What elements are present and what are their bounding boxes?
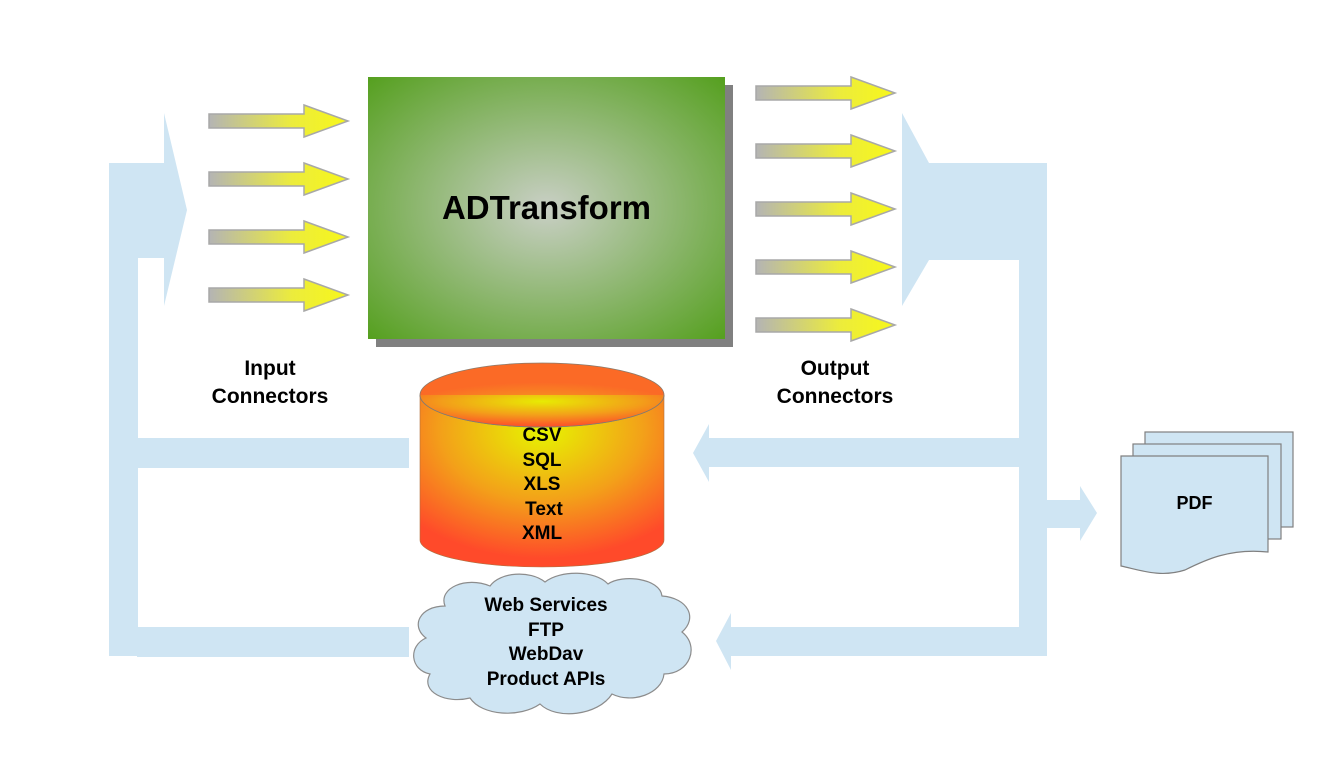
core-box xyxy=(368,77,725,339)
output-connector-arrow xyxy=(755,191,898,227)
service-webdav: WebDav xyxy=(508,644,584,665)
format-csv: CSV xyxy=(522,425,562,446)
input-label-line-2: Connectors xyxy=(211,385,329,408)
cloud-shape xyxy=(413,572,692,715)
format-sql: SQL xyxy=(522,449,562,471)
input-connector-arrow xyxy=(208,161,351,197)
pdf-output-arrow xyxy=(1047,486,1097,541)
format-xls: XLS xyxy=(523,474,561,495)
input-connectors-label: Input Connectors xyxy=(190,355,350,411)
database-cylinder xyxy=(419,362,665,568)
pdf-label: PDF xyxy=(1176,493,1213,513)
output-connector-arrow xyxy=(755,75,898,111)
format-text: Text xyxy=(525,498,563,520)
output-connector-arrow xyxy=(755,307,898,343)
output-big-arrow xyxy=(902,113,1047,656)
output-connector-arrows xyxy=(755,75,898,343)
input-connector-arrow xyxy=(208,277,351,313)
core-title: ADTransform xyxy=(441,189,652,226)
input-connector-arrows xyxy=(208,103,351,313)
service-product-apis: Product APIs xyxy=(486,668,606,690)
service-ftp: FTP xyxy=(528,619,564,641)
input-connector-arrow xyxy=(208,219,351,255)
cloud-return-arrow xyxy=(716,613,1019,670)
output-connectors-label: Output Connectors xyxy=(755,355,915,411)
input-label-line-1: Input xyxy=(244,357,296,380)
database-body xyxy=(419,394,665,568)
input-flow-path xyxy=(109,113,409,657)
output-connector-arrow xyxy=(755,249,898,285)
cloud-services: Web Services FTP WebDav Product APIs xyxy=(446,594,646,692)
output-connector-arrow xyxy=(755,133,898,169)
database-formats: CSV SQL XLS Text XML xyxy=(482,424,602,547)
left-cloud-connector xyxy=(137,627,409,657)
output-flow-path xyxy=(693,113,1097,670)
pdf-document-stack xyxy=(1120,431,1294,575)
cloud-outline xyxy=(413,572,692,715)
output-label-line-2: Connectors xyxy=(776,385,894,408)
service-web-services: Web Services xyxy=(484,595,608,616)
output-label-line-1: Output xyxy=(800,357,870,380)
left-vertical-bar xyxy=(109,258,138,656)
input-connector-arrow xyxy=(208,103,351,139)
left-db-connector xyxy=(137,438,409,468)
pdf-page-front xyxy=(1120,455,1269,575)
db-return-arrow xyxy=(693,424,1019,482)
format-xml: XML xyxy=(521,523,563,544)
